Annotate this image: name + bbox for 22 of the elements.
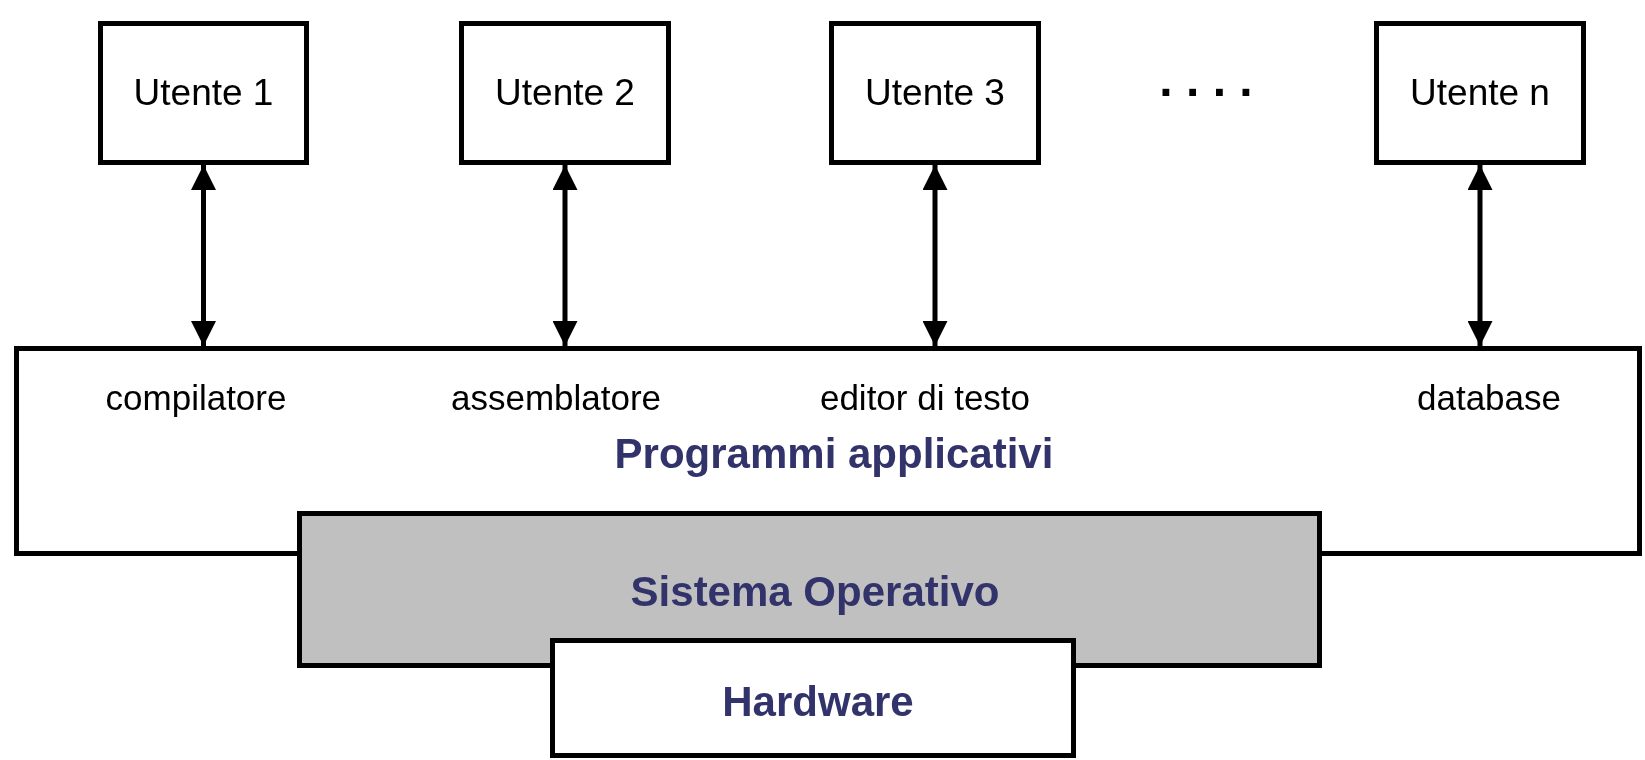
- double-arrow: [552, 165, 578, 346]
- user-label: Utente 2: [495, 71, 635, 115]
- layer-box: [297, 511, 1322, 668]
- user-box: [829, 21, 1041, 165]
- user-label: Utente 1: [133, 71, 274, 115]
- program-label: compilatore: [105, 378, 287, 418]
- user-box: [459, 21, 671, 165]
- layer-title: Hardware: [722, 678, 914, 726]
- user-label: Utente 3: [865, 71, 1005, 115]
- double-arrow: [1467, 165, 1493, 346]
- program-label: editor di testo: [819, 378, 1031, 418]
- ellipsis-label: . . . .: [1159, 51, 1253, 107]
- user-box: [98, 21, 309, 165]
- double-arrow: [191, 165, 216, 346]
- layer-box: [550, 638, 1076, 758]
- layer-title: Programmi applicativi: [614, 430, 1054, 478]
- double-arrow: [922, 165, 948, 346]
- program-label: database: [1417, 378, 1561, 418]
- user-label: Utente n: [1410, 71, 1550, 115]
- layer-title: Sistema Operativo: [630, 568, 1000, 616]
- program-label: assemblatore: [450, 378, 662, 418]
- user-box: [1374, 21, 1586, 165]
